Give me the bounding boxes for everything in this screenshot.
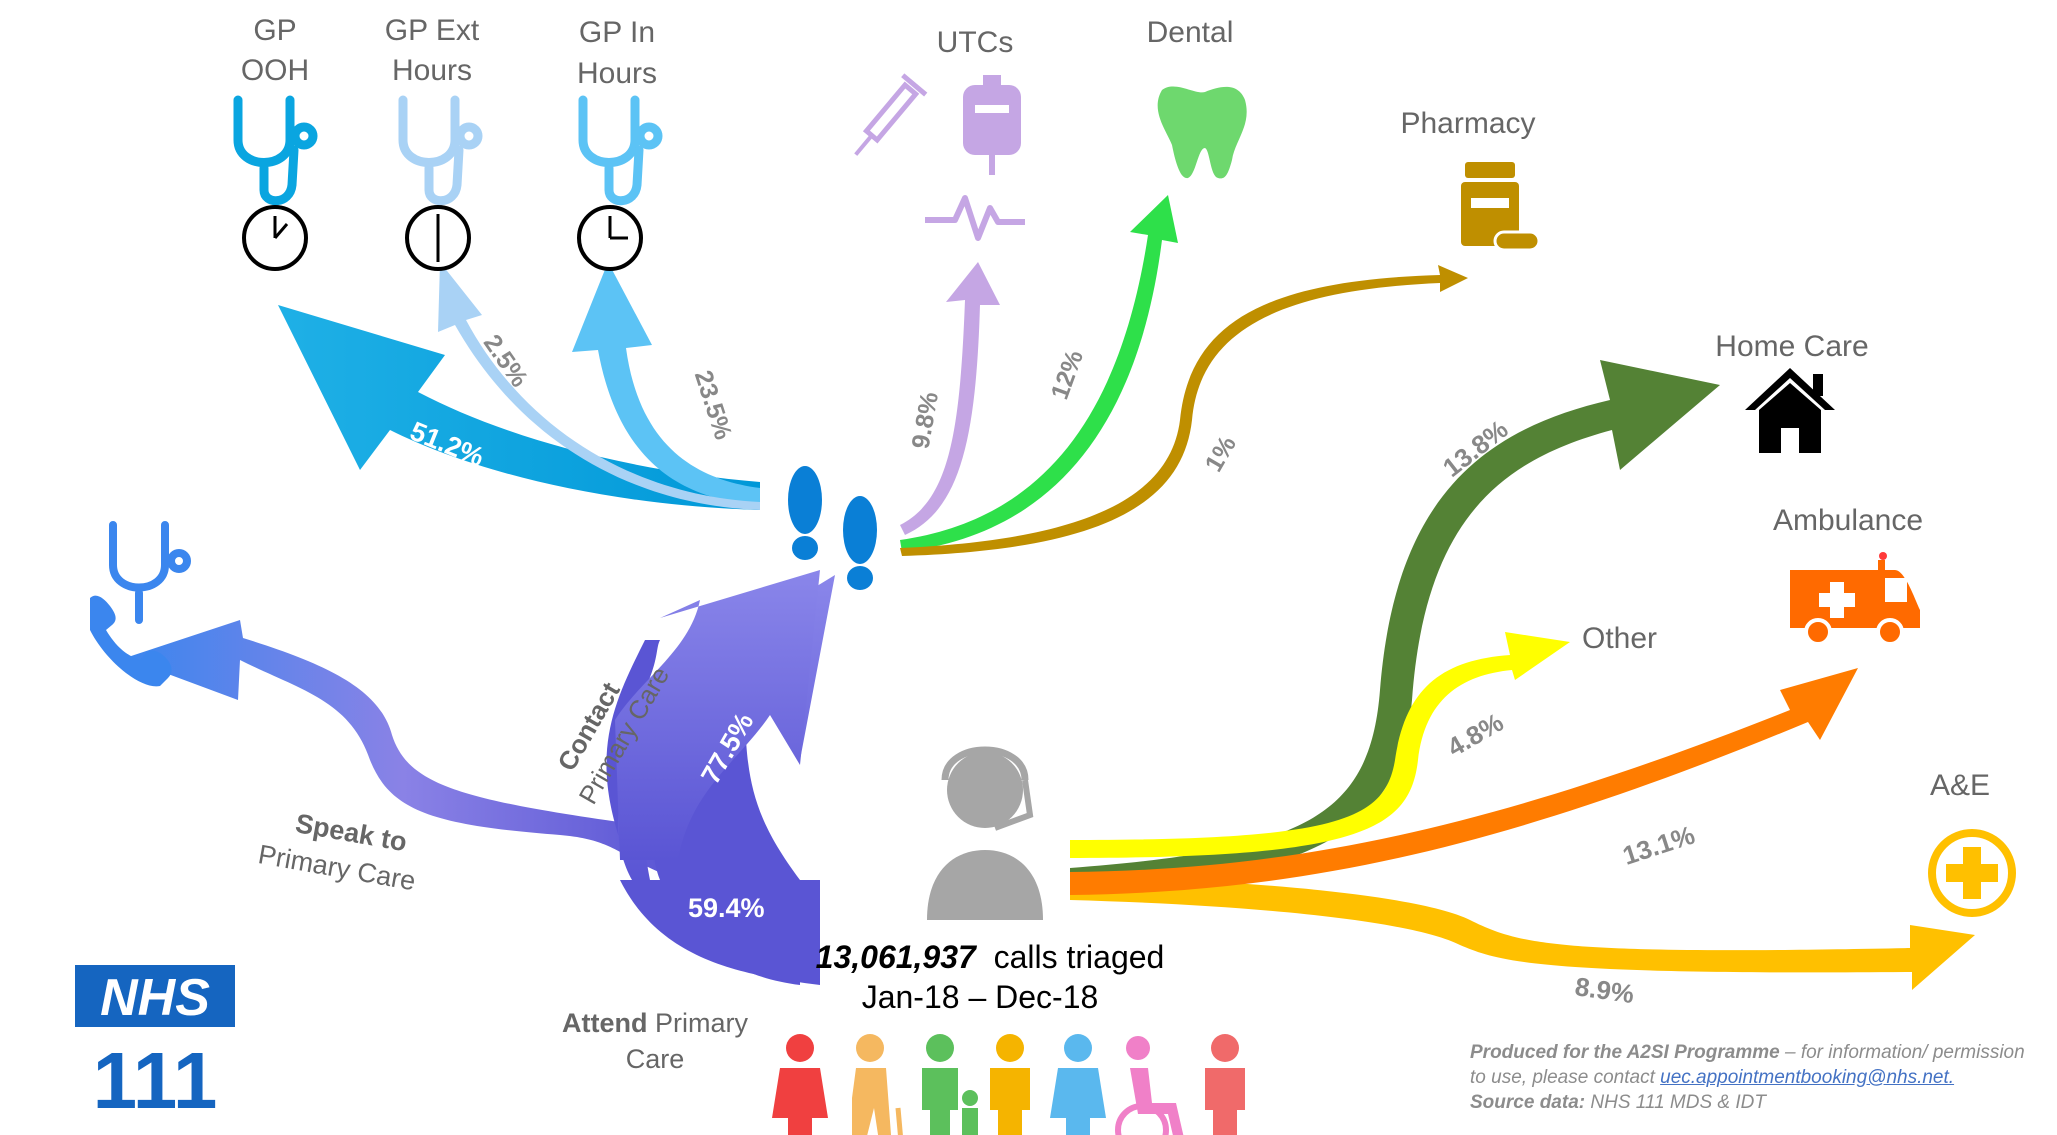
svg-text:NHS: NHS (100, 969, 210, 1027)
gp-ext-label-1: GP Ext (385, 14, 480, 47)
ae-label: A&E (1930, 769, 1990, 802)
iv-bag-icon (963, 75, 1021, 175)
gp-ext-hours-arrow (438, 262, 760, 510)
gp-ooh-label-1: GP (253, 14, 296, 47)
people-icon (772, 1034, 1245, 1135)
ambulance-percent: 13.1% (1619, 819, 1698, 870)
utcs-arrow (900, 262, 1000, 535)
attend-percent: 59.4% (688, 893, 765, 923)
ambulance-label: Ambulance (1773, 504, 1923, 537)
syringe-icon (854, 73, 928, 156)
home-care-label: Home Care (1715, 330, 1868, 363)
heartbeat-icon (925, 195, 1025, 241)
gp-in-label-1: GP In (579, 16, 655, 49)
ambulance-icon (1790, 552, 1920, 646)
tooth-icon (1157, 86, 1247, 179)
pharmacy-arrow (900, 265, 1468, 556)
pill-bottle-icon (1461, 162, 1541, 252)
dental-percent: 12% (1046, 347, 1089, 404)
other-arrow (1070, 632, 1570, 858)
svg-text:111: 111 (93, 1036, 218, 1125)
footer-credits: Produced for the A2SI Programme – for in… (1470, 1040, 2050, 1115)
plus-circle-icon (1928, 829, 2016, 917)
gp-ext-label-2: Hours (392, 54, 472, 87)
dental-arrow (900, 195, 1178, 552)
gp-in-hours-arrow (572, 262, 760, 505)
headset-person-icon (927, 746, 1043, 920)
footprints-icon (788, 466, 877, 590)
footer-line-1: Produced for the A2SI Programme – for in… (1470, 1042, 2025, 1063)
home-care-arrow (1070, 360, 1720, 890)
pharmacy-percent: 1% (1200, 431, 1242, 476)
gp-ooh-label-2: OOH (241, 54, 309, 87)
utcs-label: UTCs (937, 26, 1014, 59)
clock-icon (405, 205, 471, 271)
nhs-111-logo: NHS 111 (75, 965, 235, 1125)
house-icon (1745, 368, 1835, 453)
ae-arrow (1070, 876, 1975, 990)
attend-label-1: Attend Primary (562, 1008, 748, 1038)
ambulance-arrow (1070, 668, 1858, 895)
dental-label: Dental (1147, 16, 1234, 49)
calls-triaged-text: 13,061,937 calls triaged (816, 939, 1165, 975)
utcs-percent: 9.8% (907, 390, 944, 451)
stethoscope-icon (233, 95, 318, 206)
stethoscope-icon (398, 95, 483, 206)
other-percent: 4.8% (1442, 707, 1508, 763)
clock-icon (577, 205, 643, 271)
other-label: Other (1582, 622, 1657, 655)
footer-line-2: to use, please contact uec.appointmentbo… (1470, 1067, 1955, 1088)
ae-percent: 8.9% (1573, 971, 1636, 1009)
period-text: Jan-18 – Dec-18 (862, 979, 1099, 1015)
gp-in-label-2: Hours (577, 57, 657, 90)
clock-icon (242, 205, 308, 271)
gp-ooh-arrow (278, 305, 760, 510)
phone-stethoscope-icon (90, 521, 191, 687)
attend-label-2: Care (626, 1044, 685, 1074)
footer-line-3: Source data: NHS 111 MDS & IDT (1470, 1092, 1766, 1113)
contact-primary-care-arrow (606, 570, 835, 985)
stethoscope-icon (578, 95, 663, 206)
gp-in-percent: 23.5% (689, 367, 738, 443)
contact-email-link[interactable]: uec.appointmentbooking@nhs.net. (1660, 1067, 1955, 1088)
speak-primary-care-arrow (125, 620, 680, 880)
pharmacy-label: Pharmacy (1400, 107, 1535, 140)
